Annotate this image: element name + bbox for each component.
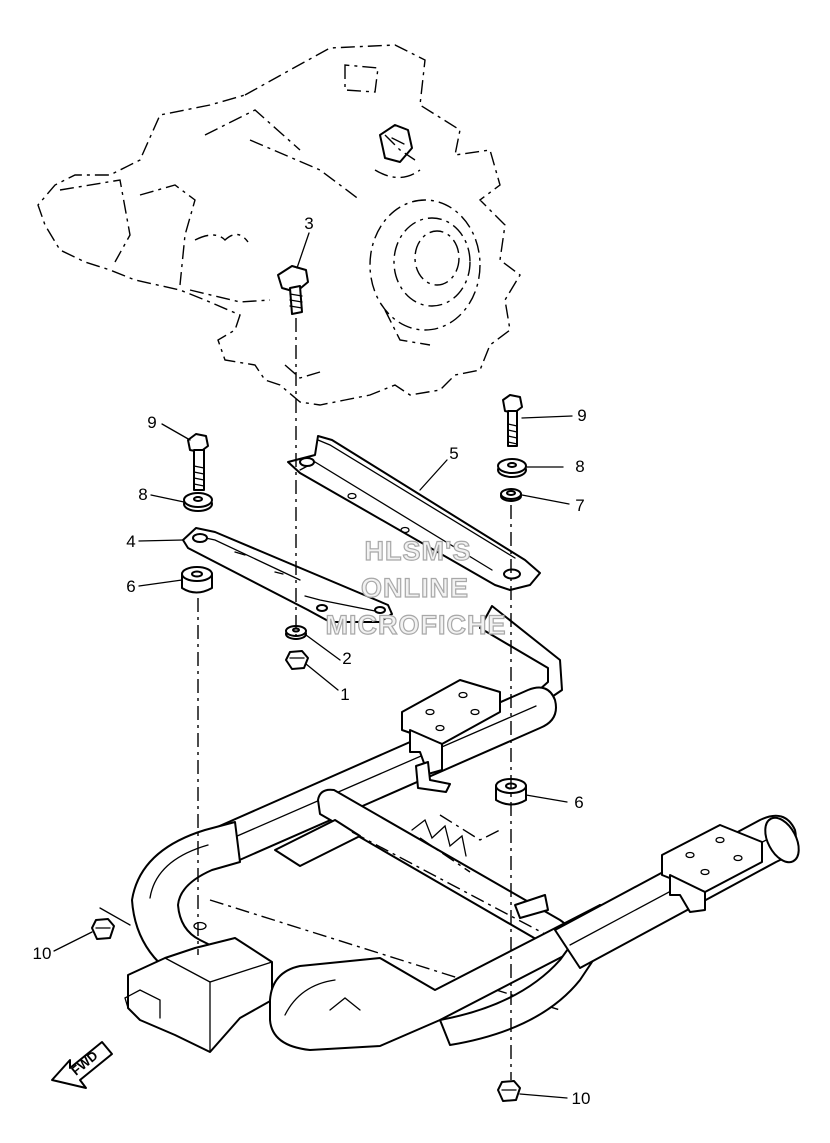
callout-9-right: 9 xyxy=(577,406,586,425)
watermark-line-2: ONLINE xyxy=(361,573,469,603)
bolt-part-3 xyxy=(277,265,309,315)
bolt-part-9-left xyxy=(187,433,209,491)
engine-assembly-phantom xyxy=(37,44,521,406)
callout-4: 4 xyxy=(126,532,135,551)
watermark-line-1: HLSM'S xyxy=(365,536,472,566)
forward-direction-arrow: FWD xyxy=(51,1041,113,1089)
frame-assembly xyxy=(99,605,800,1053)
callout-5: 5 xyxy=(449,444,458,463)
damper-part-6-left xyxy=(181,566,213,594)
callout-9-left: 9 xyxy=(147,413,156,432)
washer-part-8-right xyxy=(497,458,527,478)
watermark: HLSM'S ONLINE MICROFICHE xyxy=(325,535,507,640)
callout-1: 1 xyxy=(340,685,349,704)
callout-10-right: 10 xyxy=(572,1089,591,1108)
callout-2: 2 xyxy=(342,649,351,668)
leader-lines xyxy=(53,232,573,1099)
assembly-centerlines xyxy=(197,318,512,1080)
nut-part-10-left xyxy=(91,918,115,940)
washer-part-8-left xyxy=(183,492,213,512)
callout-labels: 3 9 8 4 6 2 1 5 9 8 7 6 10 10 xyxy=(33,214,591,1108)
engine-mount-bracket-part-5 xyxy=(287,435,541,591)
callout-3: 3 xyxy=(304,214,313,233)
washer-part-7 xyxy=(500,488,522,502)
watermark-line-3: MICROFICHE xyxy=(326,610,507,640)
nut-part-10-right xyxy=(497,1080,521,1102)
callout-6-right: 6 xyxy=(574,793,583,812)
nut-part-1 xyxy=(285,650,309,670)
callout-7: 7 xyxy=(575,496,584,515)
callout-10-left: 10 xyxy=(33,944,52,963)
callout-8-left: 8 xyxy=(138,485,147,504)
bolt-part-9-right xyxy=(502,394,523,447)
callout-6-left: 6 xyxy=(126,577,135,596)
engine-mount-bracket-part-4 xyxy=(182,527,393,623)
callout-8-right: 8 xyxy=(575,457,584,476)
